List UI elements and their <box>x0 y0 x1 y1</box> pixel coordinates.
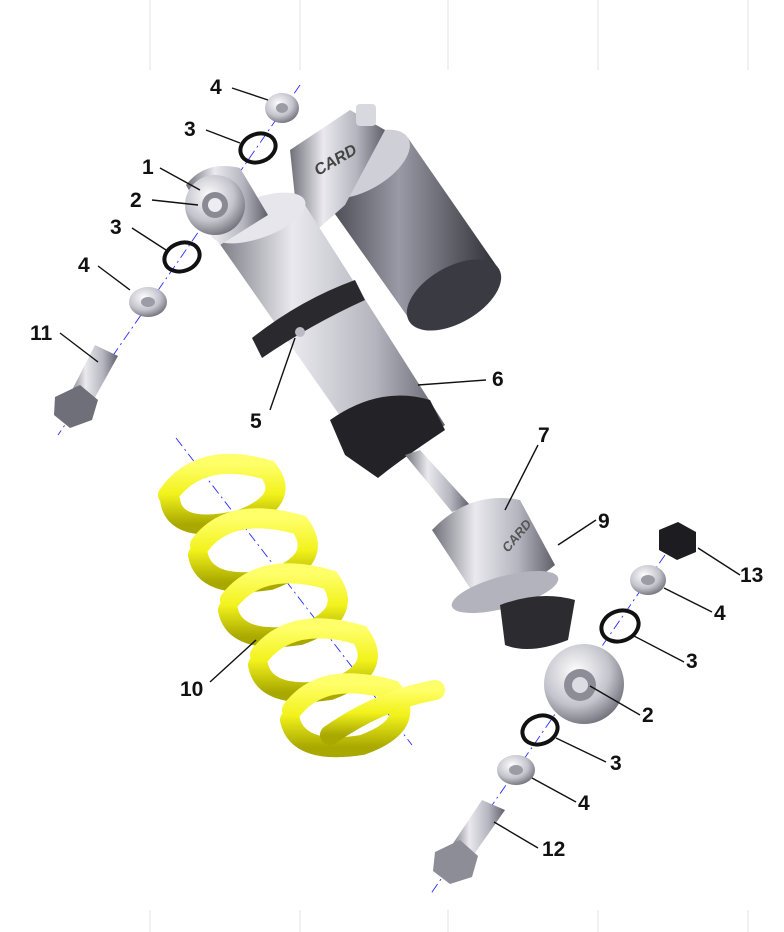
callout-4-top: 4 <box>210 76 222 99</box>
preload-collar <box>252 280 365 358</box>
callout-7: 7 <box>538 424 550 447</box>
callout-3-left: 3 <box>110 216 122 239</box>
callout-4-left: 4 <box>78 254 90 277</box>
callout-13: 13 <box>740 564 763 587</box>
reservoir: CARD <box>290 104 502 331</box>
hardware <box>54 93 696 884</box>
lower-clevis: CARD <box>432 498 624 724</box>
callout-3-top: 3 <box>184 118 196 141</box>
spring-perch <box>451 570 559 614</box>
shock-body <box>185 166 470 512</box>
callout-4-bottom: 4 <box>578 792 590 815</box>
callout-11: 11 <box>30 322 53 345</box>
leader-lines <box>59 87 741 849</box>
o-ring-bottom <box>520 713 560 747</box>
callout-2-upper: 2 <box>130 189 142 212</box>
callout-9: 9 <box>598 510 610 533</box>
callout-10: 10 <box>180 678 203 701</box>
lock-nut <box>659 522 696 560</box>
callout-4-right: 4 <box>714 602 726 625</box>
callout-6: 6 <box>492 368 504 391</box>
frame-ticks <box>149 0 749 932</box>
callout-3-right: 3 <box>686 650 698 673</box>
spring <box>158 453 445 758</box>
callout-12: 12 <box>542 838 565 861</box>
o-ring-left <box>162 240 202 274</box>
callout-labels: 4 3 1 2 3 4 11 5 6 7 9 13 4 3 2 3 4 10 1… <box>30 76 763 861</box>
callout-3-bottom: 3 <box>610 752 622 775</box>
callout-5: 5 <box>250 410 262 433</box>
callout-2-lower: 2 <box>642 704 654 727</box>
o-ring-right <box>599 608 641 644</box>
o-ring-top <box>238 131 278 165</box>
callout-1: 1 <box>142 156 154 179</box>
